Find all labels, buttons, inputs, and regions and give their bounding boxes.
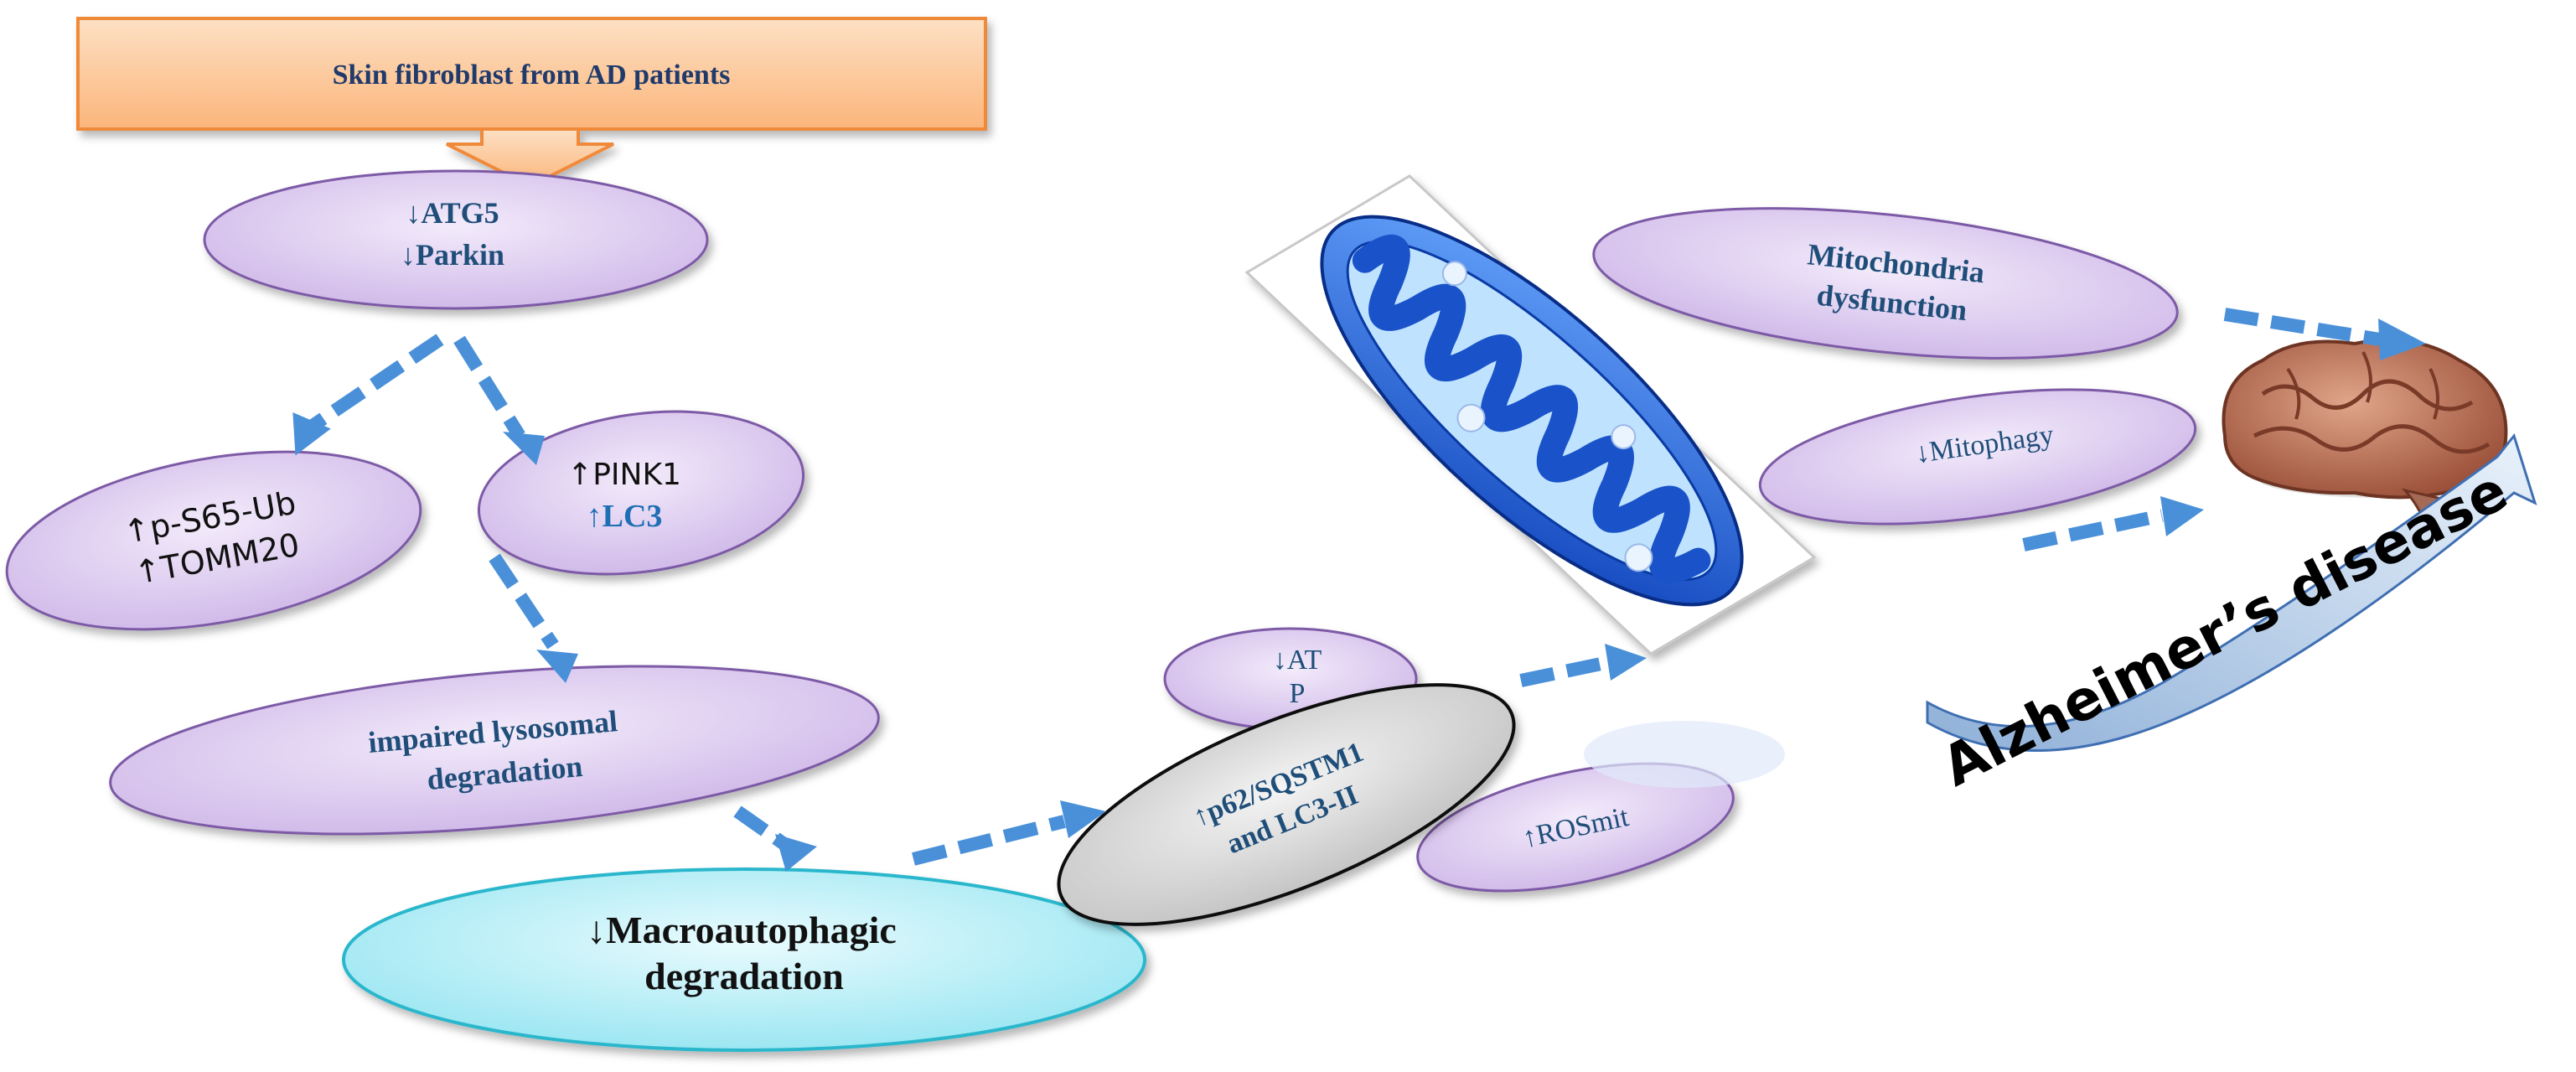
header-down-arrow bbox=[446, 127, 614, 189]
node-pink1-lc3 bbox=[477, 410, 805, 576]
atp-line1: ↓AT bbox=[1273, 645, 1322, 676]
parkin-label: ↓Parkin bbox=[401, 238, 504, 272]
node-rosmit bbox=[1416, 762, 1735, 893]
curved-arrow-icon bbox=[1926, 432, 2537, 752]
lc3-label: ↑LC3 bbox=[587, 499, 663, 534]
glow-decoration bbox=[1584, 721, 1785, 788]
arrow-p62-to-mito bbox=[1519, 655, 1611, 687]
node-ps65-tomm20 bbox=[5, 450, 422, 631]
arrow-heads bbox=[292, 318, 2426, 872]
header-label: Skin fibroblast from AD patients bbox=[333, 60, 731, 91]
mitochondrion-illustration bbox=[1244, 174, 1817, 655]
pink1-label: ↑PINK1 bbox=[567, 458, 681, 492]
brain-illustration bbox=[2222, 338, 2508, 549]
header-box bbox=[76, 17, 987, 189]
node-p62 bbox=[1057, 683, 1516, 926]
macro-line1: ↓Macroautophagic bbox=[587, 909, 897, 951]
arrow-atg5-to-pink1 bbox=[453, 335, 525, 440]
macro-line2: degradation bbox=[644, 955, 844, 997]
node-mito-dysfunction bbox=[1592, 207, 2179, 360]
node-mitophagy bbox=[1758, 388, 2197, 526]
arrow-atg5-to-ps65 bbox=[306, 334, 444, 433]
atg5-label: ↓ATG5 bbox=[406, 196, 499, 230]
node-atg5-parkin bbox=[203, 169, 709, 310]
arrow-pink1-to-lysosomal bbox=[489, 553, 559, 650]
dashed-arrows bbox=[306, 308, 2382, 866]
atp-line2: P bbox=[1290, 678, 1306, 709]
arrow-dysfunction-to-brain bbox=[2223, 308, 2382, 346]
node-macroautophagic bbox=[342, 867, 1146, 1052]
arrow-mitophagy-to-brain bbox=[2022, 509, 2164, 552]
arrow-macro-to-p62 bbox=[912, 815, 1066, 866]
node-lysosomal bbox=[109, 665, 880, 836]
